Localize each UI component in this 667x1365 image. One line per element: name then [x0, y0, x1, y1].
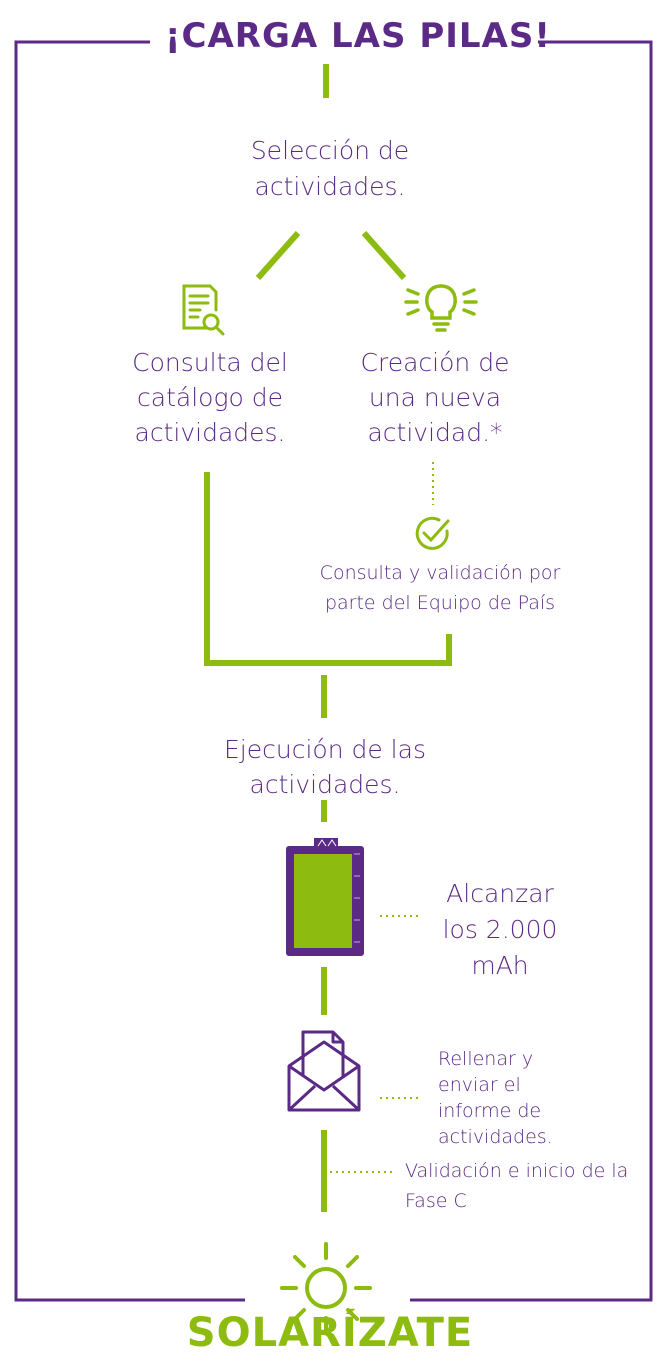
- step-alcanzar: Alcanzar los 2.000 mAh: [442, 879, 558, 980]
- step-catalogo: Consulta del catálogo de actividades.: [132, 348, 288, 447]
- check-circle-icon: [415, 516, 450, 550]
- footer-title: SOLARÍZATE: [186, 1310, 474, 1356]
- frame: [14, 40, 653, 1302]
- step-ejecucion: Ejecución de las actividades.: [224, 735, 426, 799]
- step-validacion-pais: Consulta y validación por parte del Equi…: [319, 562, 561, 614]
- step-informe: Rellenar y enviar el informe de activida…: [438, 1048, 553, 1148]
- document-search-icon: [182, 284, 225, 336]
- connector-branch-right: [361, 231, 407, 280]
- step-seleccion: Selección de actividades.: [250, 136, 410, 201]
- envelope-icon: [287, 1030, 361, 1112]
- connector-branch-left: [255, 231, 301, 280]
- lightbulb-icon: [404, 284, 478, 332]
- battery-icon: [286, 838, 364, 956]
- header-title: ¡CARGA LAS PILAS!: [165, 16, 551, 56]
- step-validacion-fase: Validación e inicio de la Fase C: [405, 1160, 629, 1212]
- sun-icon: [280, 1242, 372, 1334]
- step-creacion: Creación de una nueva actividad.*: [360, 348, 510, 447]
- connector-merge: [204, 472, 452, 666]
